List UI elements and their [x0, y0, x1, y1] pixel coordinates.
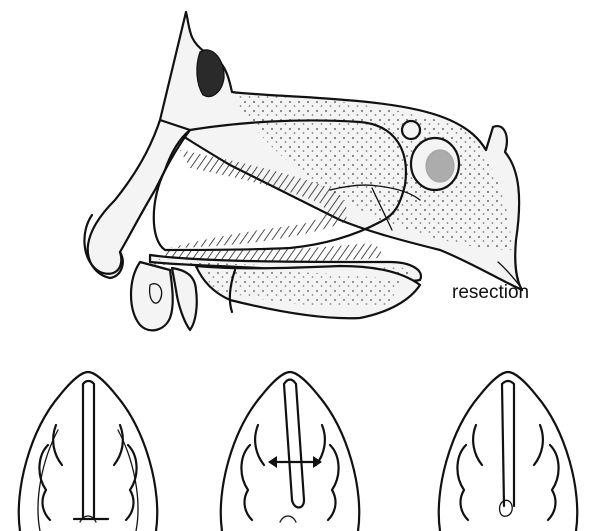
- incisor: [172, 268, 197, 330]
- frontal-sinus: [197, 50, 224, 97]
- sphenoid-shadow: [426, 150, 454, 182]
- posterior-cell: [402, 121, 420, 139]
- upper-lip: [131, 262, 173, 330]
- coronal-view-3: [439, 372, 577, 531]
- coronal-view-2: [221, 372, 359, 531]
- coronal-views: [19, 372, 577, 531]
- resection-label: resection: [452, 282, 529, 304]
- septum-base-3: [500, 500, 513, 516]
- coronal-view-1: [19, 372, 157, 531]
